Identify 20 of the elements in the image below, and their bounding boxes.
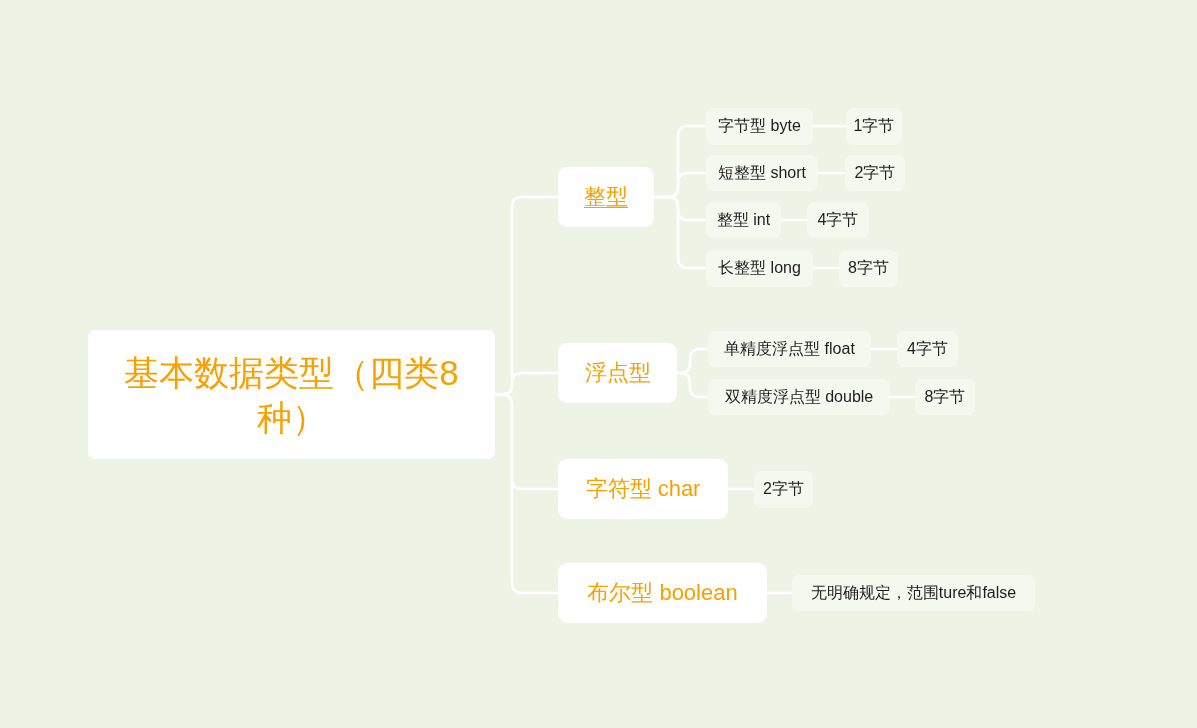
detail-box: 2字节 bbox=[754, 470, 813, 508]
subtopic-box: 整型 bbox=[558, 167, 654, 227]
subtopic-box: 浮点型 bbox=[558, 343, 677, 403]
detail-box: 8字节 bbox=[915, 379, 975, 415]
detail-box: 字节型 byte bbox=[706, 107, 813, 145]
detail-box: 4字节 bbox=[807, 202, 869, 238]
detail-box: 短整型 short bbox=[706, 155, 818, 191]
detail-box: 单精度浮点型 float bbox=[708, 331, 871, 367]
subtopic-box: 字符型 char bbox=[558, 459, 728, 519]
detail-box: 2字节 bbox=[845, 155, 905, 191]
detail-box: 整型 int bbox=[706, 202, 781, 238]
connector-line bbox=[677, 371, 708, 399]
detail-box: 1字节 bbox=[846, 107, 902, 145]
detail-box: 无明确规定，范围ture和false bbox=[792, 575, 1035, 611]
detail-box: 长整型 long bbox=[706, 249, 813, 287]
detail-box: 4字节 bbox=[897, 331, 958, 367]
topic-box: 基本数据类型（四类8种） bbox=[88, 330, 495, 459]
detail-box: 双精度浮点型 double bbox=[708, 379, 890, 415]
subtopic-box: 布尔型 boolean bbox=[558, 563, 767, 623]
detail-box: 8字节 bbox=[839, 249, 898, 287]
